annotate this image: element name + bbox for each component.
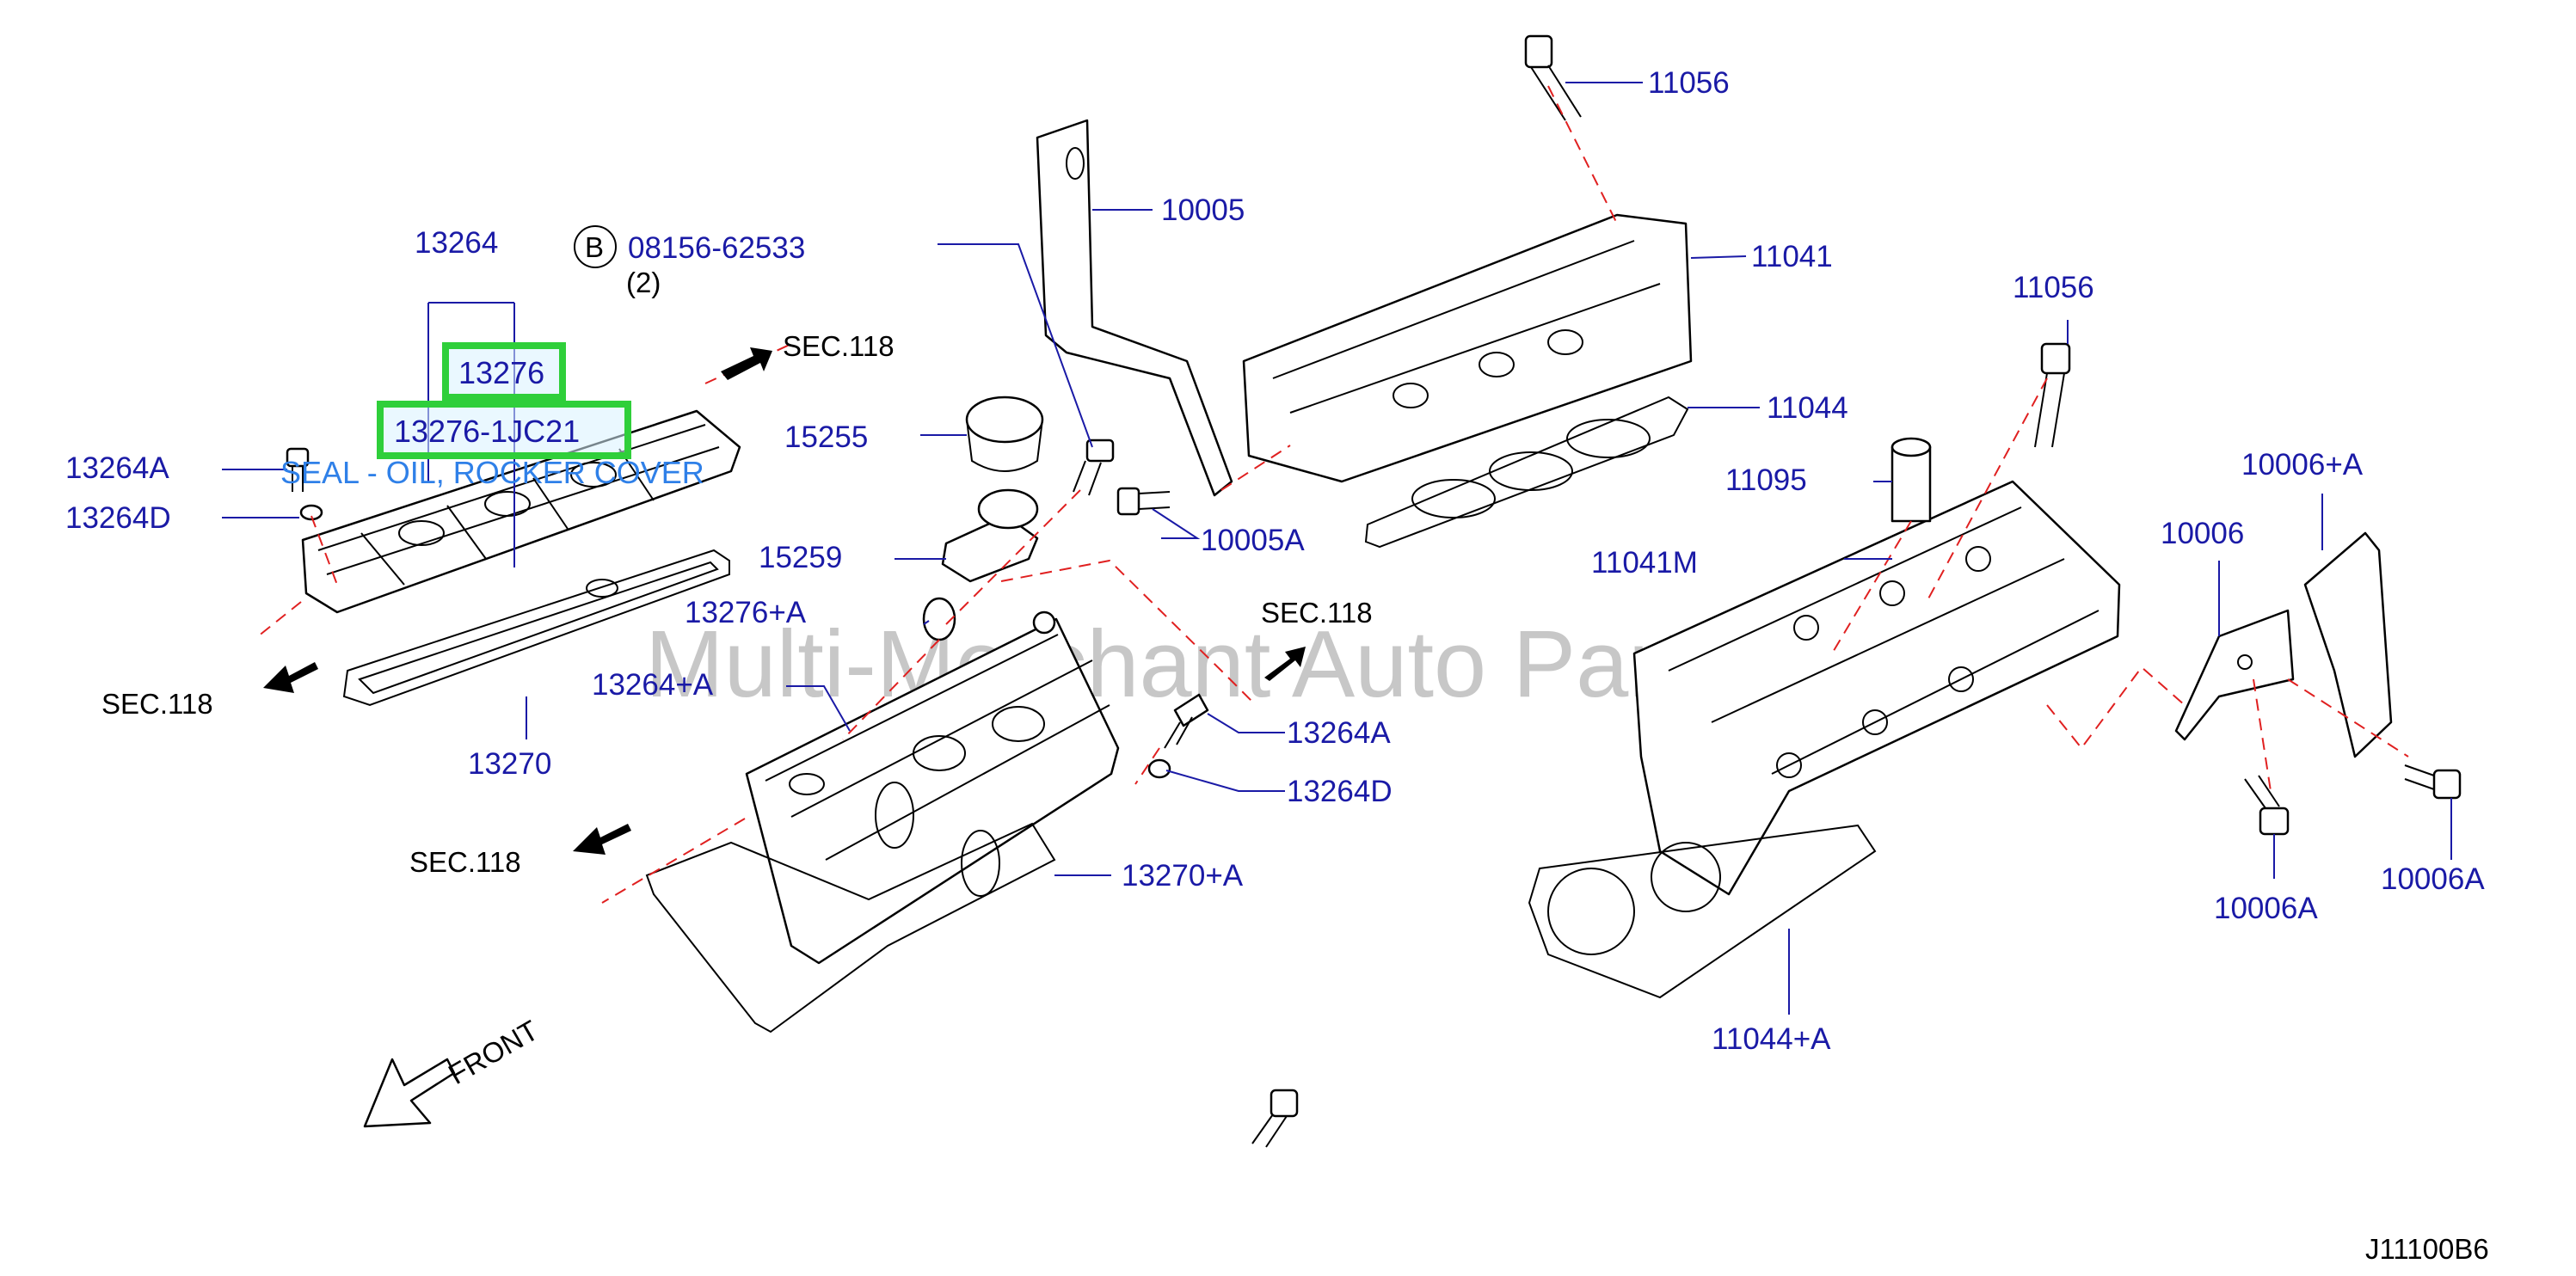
label-13264a-right[interactable]: 13264A — [1287, 716, 1391, 750]
head-gasket-11044[interactable] — [1364, 396, 1689, 549]
rocker-cover-gasket-right[interactable] — [645, 822, 1056, 1034]
cylinder-head-11041[interactable] — [1242, 213, 1693, 483]
sec-ref-top[interactable]: SEC.118 — [783, 330, 895, 362]
bracket-10005[interactable] — [1036, 119, 1233, 497]
label-11056-top[interactable]: 11056 — [1648, 66, 1730, 100]
label-11041[interactable]: 11041 — [1751, 240, 1833, 273]
rocker-cover-gasket-left[interactable] — [342, 549, 730, 707]
sec-arrow-bottom — [573, 824, 631, 855]
highlight-callout[interactable]: 13276 13276-1JC21 SEAL - OIL, ROCKER COV… — [280, 342, 704, 490]
highlight-part[interactable]: 13276 — [458, 355, 544, 390]
sec-ref-right[interactable]: SEC.118 — [1261, 597, 1373, 629]
label-11095[interactable]: 11095 — [1725, 463, 1807, 497]
highlight-description: SEAL - OIL, ROCKER COVER — [280, 455, 704, 490]
leader-lines — [222, 82, 2452, 1015]
label-15259[interactable]: 15259 — [759, 541, 842, 574]
label-11044[interactable]: 11044 — [1767, 391, 1848, 425]
bolt-ref-part[interactable]: 08156-62533 — [628, 231, 805, 265]
bracket-10006a[interactable] — [2303, 531, 2393, 758]
bolt-08156-62533[interactable] — [1073, 439, 1115, 496]
sec-arrow-left — [263, 662, 318, 693]
label-11041m[interactable]: 11041M — [1591, 546, 1698, 580]
sec-arrow-top — [721, 347, 772, 380]
front-label: FRONT — [443, 1014, 544, 1090]
label-10006[interactable]: 10006 — [2161, 517, 2244, 550]
label-13264a-left[interactable]: 13264A — [65, 451, 169, 485]
bolt-ref-symbol-circle — [574, 225, 617, 268]
bolt-10006a-right[interactable] — [2404, 764, 2462, 800]
oil-filler-neck[interactable] — [941, 488, 1039, 583]
bolt-10006a-left[interactable] — [2244, 775, 2290, 836]
washer-13264d-left[interactable] — [299, 504, 323, 521]
front-arrow-icon — [363, 1058, 456, 1128]
cylinder-head-11041m[interactable] — [1632, 480, 2121, 896]
label-10005[interactable]: 10005 — [1161, 193, 1245, 227]
sec-ref-bottom[interactable]: SEC.118 — [409, 846, 521, 878]
washer-13264d-right[interactable] — [1147, 758, 1171, 779]
label-11056-right[interactable]: 11056 — [2013, 271, 2094, 304]
assembly-lines — [257, 85, 2409, 904]
label-13270[interactable]: 13270 — [468, 747, 551, 781]
bolt-ref-symbol: B — [585, 231, 604, 263]
oil-filler-cap[interactable] — [965, 396, 1044, 472]
label-13264d-left[interactable]: 13264D — [65, 501, 171, 535]
diagram-code: J11100B6 — [2365, 1233, 2489, 1265]
rocker-cover-left[interactable] — [301, 409, 741, 614]
bolt-ref-qty: (2) — [626, 267, 661, 298]
label-10006a-left[interactable]: 10006A — [2214, 892, 2318, 925]
label-10006a-plus[interactable]: 10006+A — [2241, 448, 2364, 482]
label-13270a[interactable]: 13270+A — [1122, 859, 1244, 893]
label-13264d-right[interactable]: 13264D — [1287, 775, 1393, 808]
label-13276a[interactable]: 13276+A — [685, 596, 807, 629]
bolt-13264a-right[interactable] — [1164, 693, 1209, 749]
highlight-part-box[interactable] — [442, 342, 566, 401]
loose-bolt[interactable] — [1251, 1089, 1299, 1148]
label-10006a-right[interactable]: 10006A — [2381, 862, 2485, 896]
sec-arrow-right — [1264, 647, 1306, 681]
head-gasket-11044a[interactable] — [1528, 824, 1877, 999]
bolt-13264a-left[interactable] — [286, 447, 310, 492]
dowel-11095[interactable] — [1891, 437, 1932, 523]
sec-ref-left[interactable]: SEC.118 — [101, 688, 213, 720]
label-15255[interactable]: 15255 — [784, 420, 868, 454]
bracket-10006[interactable] — [2174, 609, 2295, 741]
label-11044a[interactable]: 11044+A — [1712, 1022, 1831, 1056]
bolt-10005a[interactable] — [1116, 487, 1171, 516]
rocker-cover-right[interactable] — [745, 610, 1120, 965]
head-bolt-11056-right[interactable] — [2034, 342, 2071, 448]
highlight-part-number[interactable]: 13276-1JC21 — [394, 414, 580, 449]
label-13264[interactable]: 13264 — [415, 226, 498, 260]
highlight-number-box[interactable] — [377, 401, 631, 459]
label-13264-plus-a[interactable]: 13264+A — [592, 668, 714, 702]
label-10005a[interactable]: 10005A — [1201, 524, 1305, 557]
head-bolt-11056-top[interactable] — [1524, 34, 1582, 121]
